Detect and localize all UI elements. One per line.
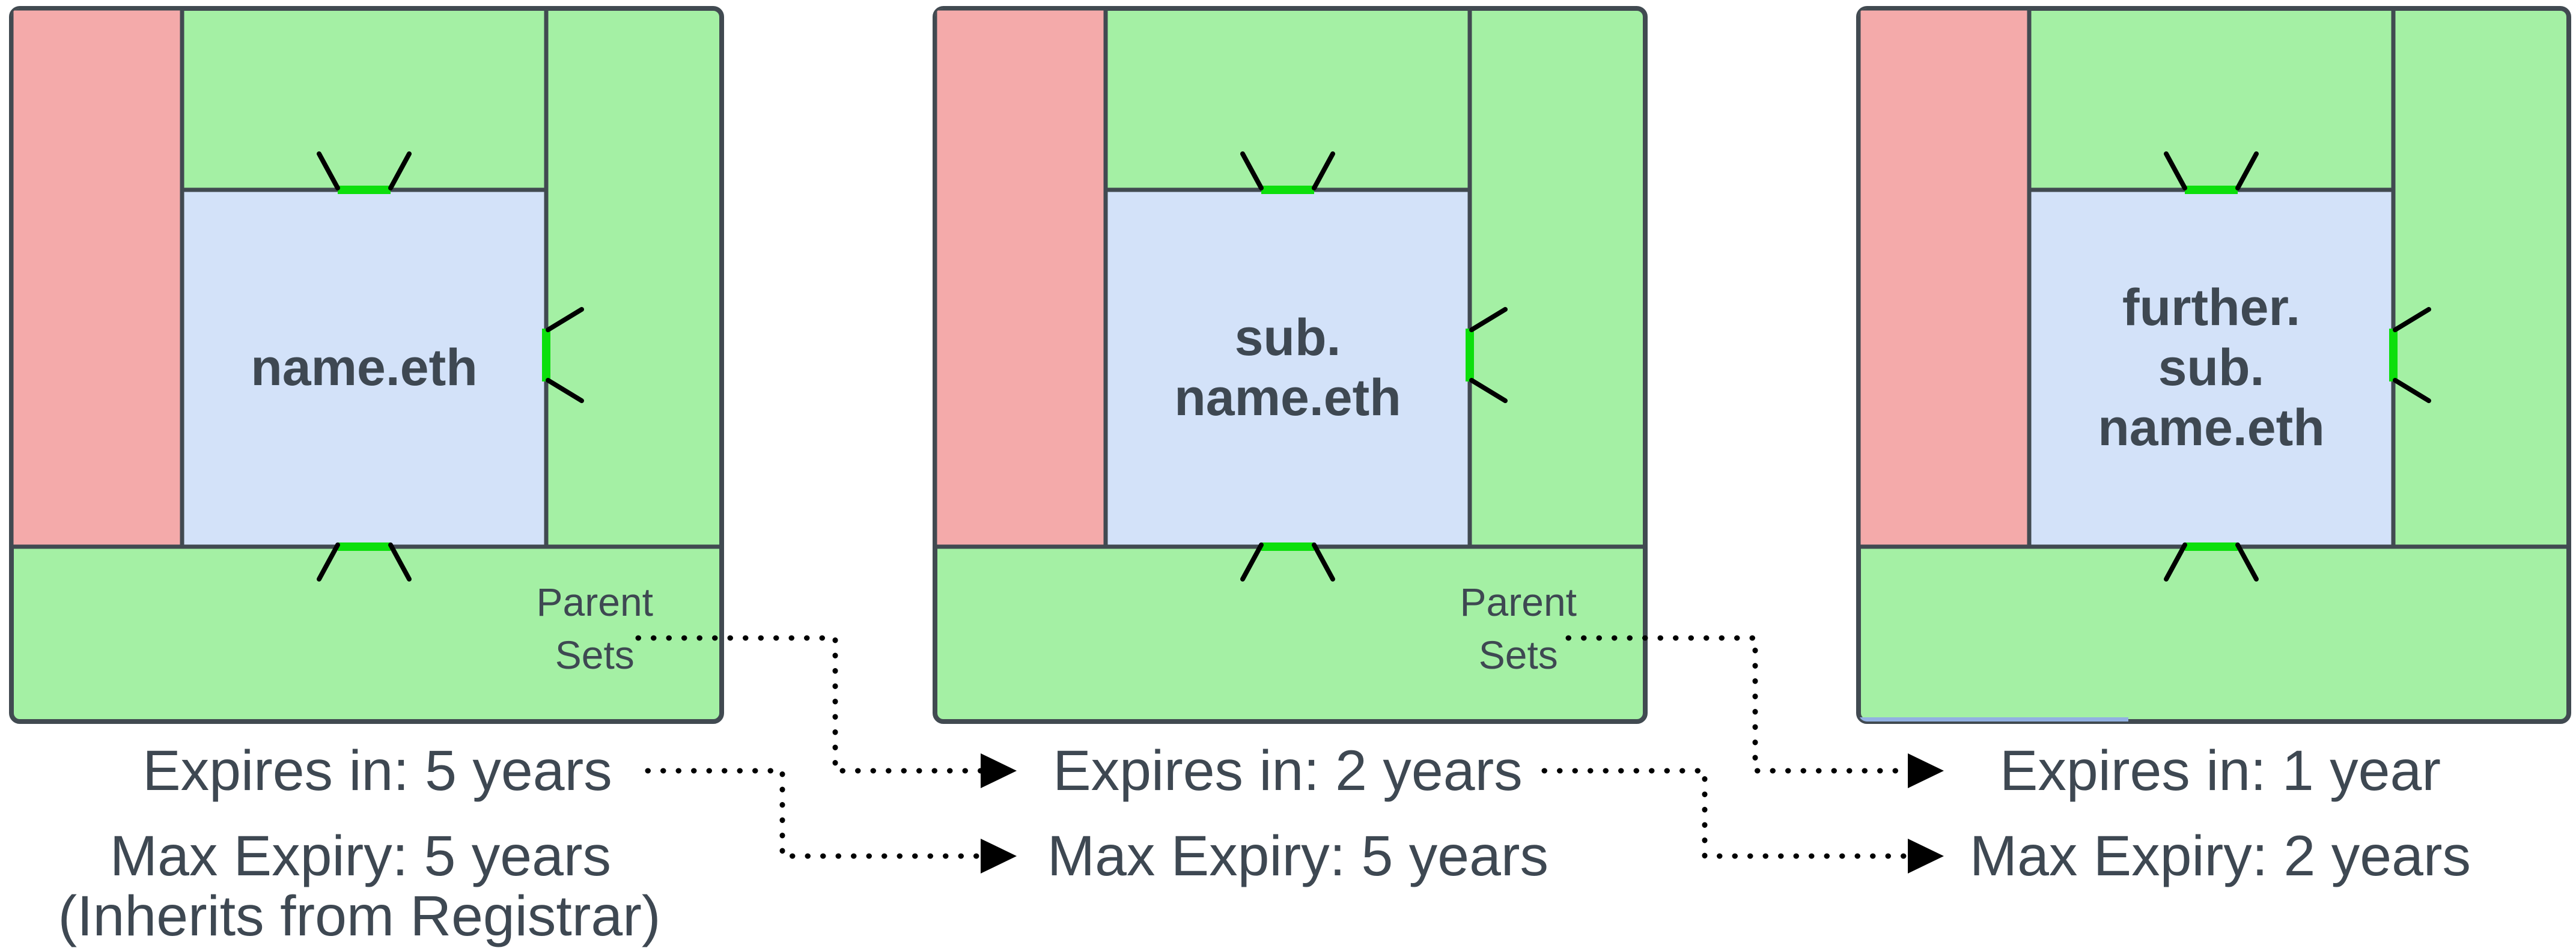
parent-sets-label: Parent Sets — [1460, 580, 1577, 678]
panel-further-sub-name-eth: further. sub. name.eth — [1856, 6, 2571, 724]
bottom-tick-icon — [1261, 542, 1314, 551]
expires-label-2: Expires in: 2 years — [1053, 739, 1523, 803]
panel-name-eth-graphic — [9, 6, 724, 724]
panel-sub-name-eth: sub. name.eth Parent Sets — [933, 6, 1648, 724]
max-expiry-label-1: Max Expiry: 5 years — [109, 824, 612, 888]
red-zone — [935, 8, 1108, 549]
panel-sub-name-eth-graphic — [933, 6, 1648, 724]
crowfoot-marks — [317, 151, 584, 582]
right-tick-icon — [1466, 329, 1474, 381]
bottom-tick-icon — [338, 542, 391, 551]
top-tick-icon — [338, 186, 391, 194]
name-label: further. sub. name.eth — [2098, 279, 2325, 457]
max-expiry-label-3: Max Expiry: 2 years — [1969, 824, 2471, 888]
panel-further-sub-name-eth-graphic — [1856, 6, 2571, 724]
right-tick-icon — [2389, 329, 2398, 381]
connector-expires-to-max-expiry-1 — [645, 768, 984, 859]
inherits-note: (Inherits from Registrar) — [58, 884, 661, 948]
top-tick-icon — [1261, 186, 1314, 194]
arrowhead-icon — [1908, 839, 1944, 874]
name-box — [2027, 187, 2396, 549]
blue-bottom-edge — [1859, 717, 2128, 722]
top-tick-icon — [2185, 186, 2238, 194]
name-label: sub. name.eth — [1174, 309, 1401, 427]
name-box — [1103, 187, 1472, 549]
expires-label-1: Expires in: 5 years — [142, 739, 612, 803]
crowfoot-marks — [2164, 151, 2431, 582]
panel-name-eth: name.eth Parent Sets — [9, 6, 724, 724]
max-expiry-label-2: Max Expiry: 5 years — [1047, 824, 1549, 888]
parent-sets-label: Parent Sets — [536, 580, 653, 678]
expires-label-3: Expires in: 1 year — [2000, 739, 2441, 803]
name-label: name.eth — [251, 339, 478, 397]
arrowhead-icon — [981, 753, 1017, 788]
right-tick-icon — [542, 329, 550, 381]
crowfoot-marks — [1240, 151, 1508, 582]
red-zone — [11, 8, 184, 549]
arrowhead-icon — [1908, 753, 1944, 788]
arrowhead-icon — [981, 839, 1017, 874]
red-zone — [1859, 8, 2032, 549]
bottom-tick-icon — [2185, 542, 2238, 551]
connector-expires-to-max-expiry-2 — [1541, 768, 1911, 859]
